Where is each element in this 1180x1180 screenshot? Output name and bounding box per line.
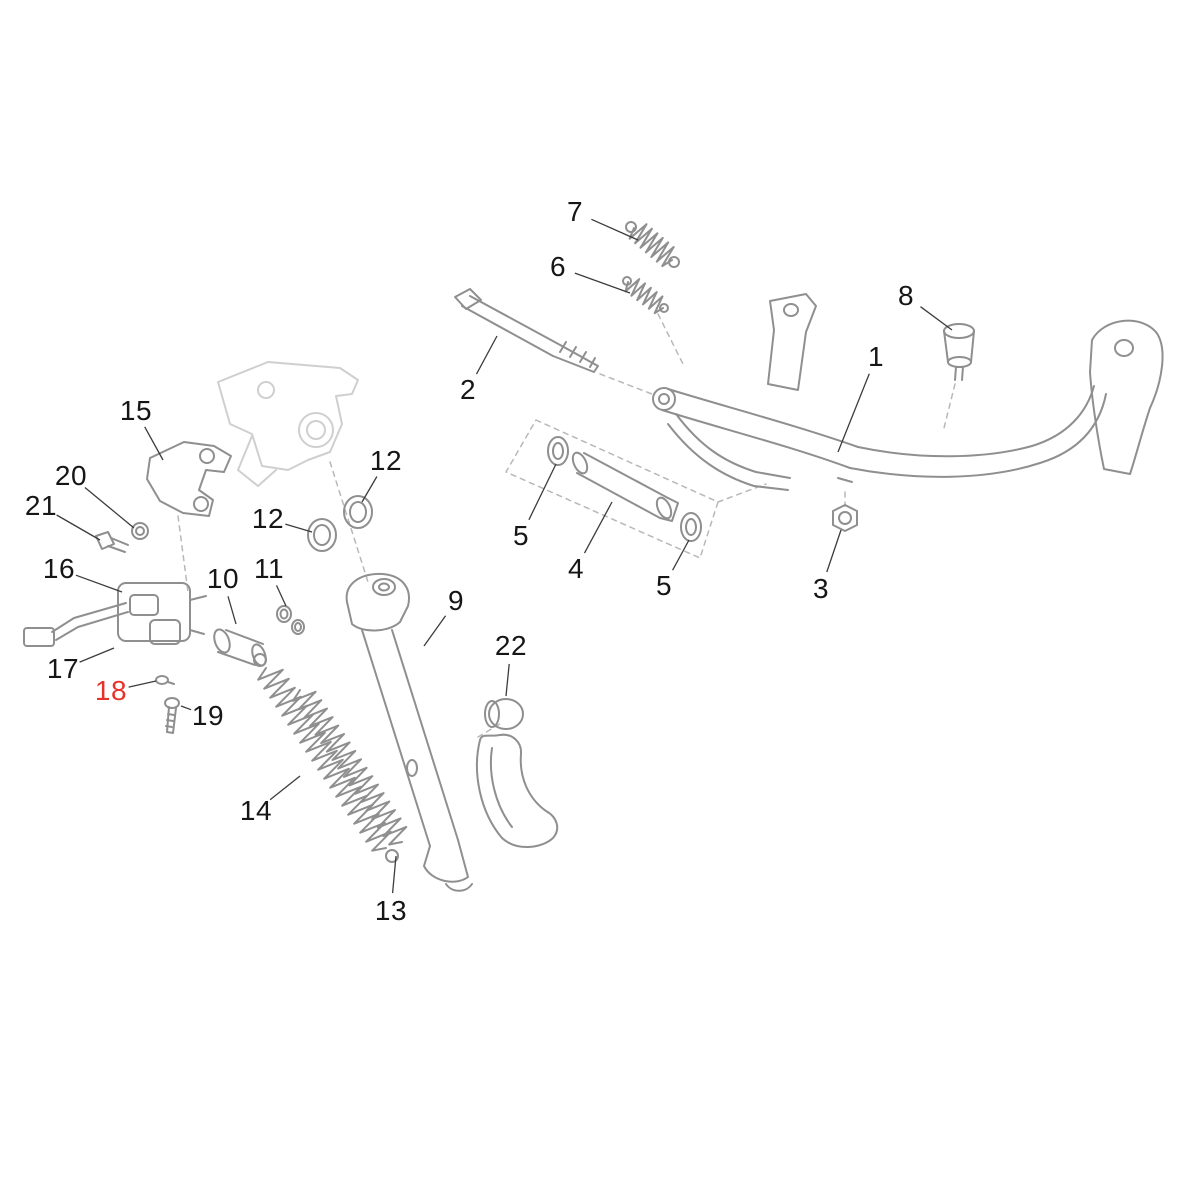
part-14-spring xyxy=(253,653,392,852)
part-20-washer xyxy=(131,522,149,540)
part-13-spring xyxy=(291,689,408,863)
leader-line-9 xyxy=(423,615,447,647)
part-18-screw xyxy=(155,675,175,685)
part-9-side-stand xyxy=(345,572,473,892)
leader-line-15 xyxy=(144,426,164,461)
leader-line-20 xyxy=(84,486,135,529)
part-15-bracket xyxy=(146,441,232,517)
part-5-washer-left xyxy=(547,436,569,466)
leader-line-18 xyxy=(128,680,157,688)
part-3-nut xyxy=(832,504,858,532)
leader-line-4 xyxy=(583,501,613,554)
leader-line-22 xyxy=(505,663,510,697)
leader-line-7 xyxy=(591,218,639,241)
part-6-spring xyxy=(622,276,669,315)
leader-line-6 xyxy=(574,272,631,294)
leader-line-5 xyxy=(672,539,690,571)
leader-line-10 xyxy=(227,596,237,625)
leader-line-1 xyxy=(837,373,870,453)
leader-line-12 xyxy=(361,476,378,503)
leader-line-21 xyxy=(56,514,101,541)
leader-line-2 xyxy=(475,335,498,375)
part-2-bolt xyxy=(454,288,599,373)
leader-lines xyxy=(56,218,953,894)
leader-line-14 xyxy=(269,775,301,801)
part-8-buffer xyxy=(943,323,975,381)
leader-line-13 xyxy=(391,855,397,894)
leader-line-5 xyxy=(528,463,557,521)
part-12-orings xyxy=(307,495,373,552)
construction-lines xyxy=(177,313,956,738)
part-1-center-stand xyxy=(652,293,1164,491)
part-7-spring xyxy=(625,221,680,268)
part-19-screw xyxy=(164,697,180,734)
leader-line-17 xyxy=(79,647,115,663)
side-stand-hook-bracket xyxy=(475,733,559,848)
leader-line-12 xyxy=(285,523,313,533)
part-5-washer-right xyxy=(680,512,702,542)
leader-line-16 xyxy=(75,574,123,593)
part-22-roller xyxy=(484,698,524,730)
leader-line-3 xyxy=(826,529,842,573)
part-4-pin xyxy=(571,451,679,522)
part-11-washers xyxy=(276,605,305,635)
part-10-bushing xyxy=(213,628,267,667)
part-16-17-switch xyxy=(23,582,207,647)
leader-line-11 xyxy=(275,585,287,607)
leader-line-19 xyxy=(180,705,192,711)
ghost-bracket xyxy=(217,361,359,487)
part-21-screw xyxy=(95,531,129,553)
leader-line-8 xyxy=(920,306,953,331)
